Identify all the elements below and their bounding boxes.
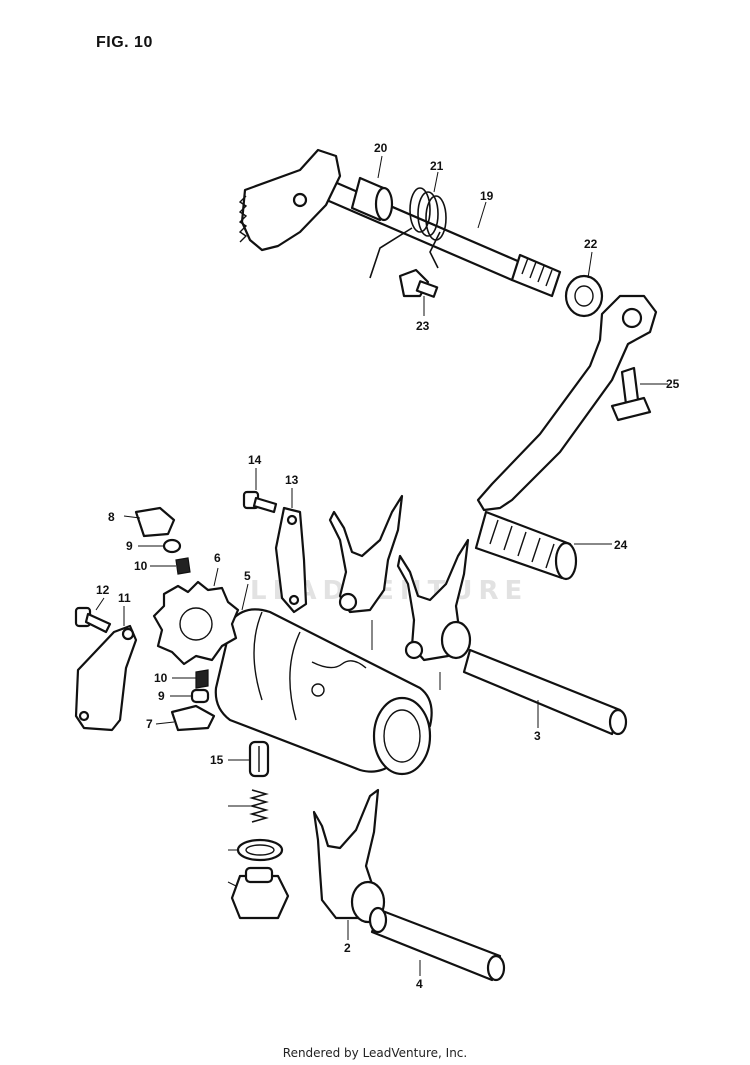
callout-9-lower: 9 <box>158 689 165 703</box>
shift-fork-1a <box>328 494 404 614</box>
pin-9a <box>162 538 182 554</box>
spring-10a <box>175 557 191 575</box>
callout-21: 21 <box>430 159 444 173</box>
oil-seal-22 <box>564 274 604 318</box>
callout-19: 19 <box>480 189 494 203</box>
callout-24: 24 <box>614 538 628 552</box>
gasket <box>236 838 284 862</box>
fork-shaft-4 <box>368 906 506 982</box>
cam-guide-plate-13 <box>274 506 308 614</box>
gearshift-shaft-19 <box>238 148 562 298</box>
callout-6: 6 <box>214 551 221 565</box>
callout-4: 4 <box>416 977 423 991</box>
screw-12 <box>74 606 112 634</box>
footer-credit: Rendered by LeadVenture, Inc. <box>282 1046 468 1060</box>
callout-25: 25 <box>666 377 680 391</box>
gearshift-cam-stopper-11 <box>74 624 138 732</box>
shift-fork-1b <box>396 538 472 662</box>
gearshift-cam-5 <box>214 608 433 776</box>
callout-22: 22 <box>584 237 598 251</box>
shift-fork-2 <box>312 788 386 924</box>
pawl-7 <box>170 704 216 732</box>
spring <box>249 789 269 823</box>
callout-2: 2 <box>344 941 351 955</box>
return-spring-21 <box>369 187 447 279</box>
plug <box>230 866 290 920</box>
callout-13: 13 <box>285 473 299 487</box>
gear-shift-lever-24 <box>474 294 658 581</box>
spring-10b <box>195 669 209 689</box>
pin-9b <box>190 688 210 704</box>
callout-11: 11 <box>118 591 131 605</box>
callout-15: 15 <box>210 753 224 767</box>
gearshift-cam-gear-6 <box>152 580 240 666</box>
callout-10-lower: 10 <box>154 671 168 685</box>
callout-5: 5 <box>244 569 251 583</box>
callout-8: 8 <box>108 510 115 524</box>
callout-12: 12 <box>96 583 110 597</box>
callout-20: 20 <box>374 141 388 155</box>
callout-3: 3 <box>534 729 541 743</box>
collar-20 <box>350 176 394 222</box>
callout-7: 7 <box>146 717 153 731</box>
fork-shaft-3 <box>462 648 628 736</box>
callout-9-upper: 9 <box>126 539 133 553</box>
pawl-8 <box>134 506 176 538</box>
neutral-pin-15 <box>248 740 270 778</box>
screw-14 <box>242 490 278 514</box>
bolt-25 <box>610 366 652 422</box>
callout-23: 23 <box>416 319 430 333</box>
callout-14: 14 <box>248 453 262 467</box>
figure-title: FIG. 10 <box>96 34 153 51</box>
leader-lines <box>95 155 668 976</box>
pin-23 <box>398 268 439 298</box>
callout-10-upper: 10 <box>134 559 148 573</box>
